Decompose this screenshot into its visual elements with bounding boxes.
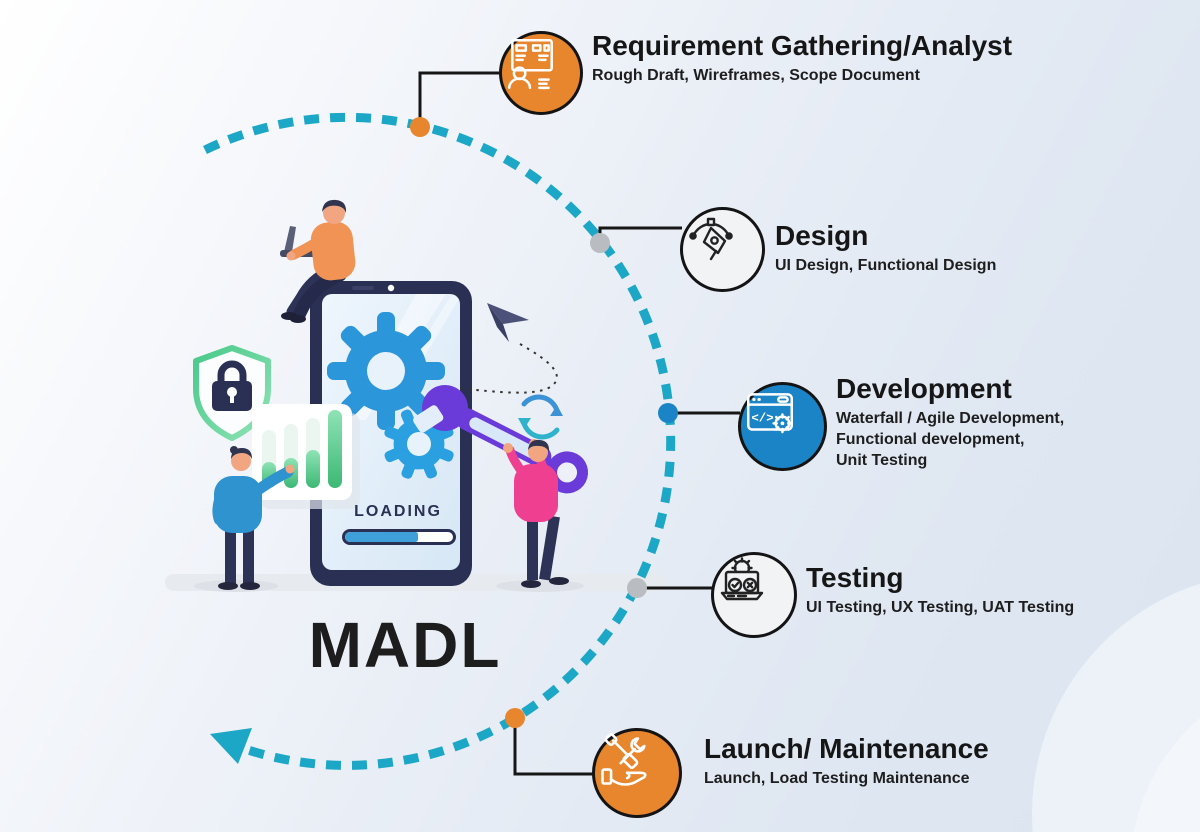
loading-label: LOADING xyxy=(354,503,442,520)
madl-title: MADL xyxy=(308,609,502,681)
node-dot-design xyxy=(590,233,610,253)
stage-circle-requirement xyxy=(499,31,583,115)
svg-text:</>: </> xyxy=(751,411,773,425)
stage-title: Testing xyxy=(806,562,904,593)
code-window-gear-icon: </> xyxy=(747,393,793,434)
stage-subtitle: UI Design, Functional Design xyxy=(775,257,997,275)
loading-progress-fill xyxy=(345,532,419,542)
stage-subtitle-line: Unit Testing xyxy=(836,452,928,470)
stage-subtitle-line: Functional development, xyxy=(836,431,1025,449)
security-shield-icon xyxy=(193,345,271,441)
stage-subtitle-line: Waterfall / Agile Development, xyxy=(836,410,1065,428)
node-dot-requirement xyxy=(410,117,430,137)
tools-hand-icon xyxy=(601,733,647,786)
stage-title: Launch/ Maintenance xyxy=(704,733,989,764)
wrench-worker xyxy=(413,385,589,588)
stage-development: Development Waterfall / Agile Developmen… xyxy=(836,374,1064,471)
presentation-board-icon xyxy=(508,38,553,90)
stage-subtitle: Launch, Load Testing Maintenance xyxy=(704,770,970,788)
stage-circle-development: </> xyxy=(738,382,827,471)
sync-arrows-icon xyxy=(518,394,563,440)
stage-subtitle: Rough Draft, Wireframes, Scope Document xyxy=(592,67,920,85)
stage-subtitle: Waterfall / Agile Development, Functiona… xyxy=(836,408,1064,471)
camera-dot-icon xyxy=(387,284,395,292)
stage-title: Development xyxy=(836,373,1012,404)
arc-arrowhead-icon xyxy=(210,728,252,764)
standing-analyst xyxy=(212,446,295,590)
node-dot-launch xyxy=(505,708,525,728)
stage-testing: Testing UI Testing, UX Testing, UAT Test… xyxy=(806,563,1074,618)
sitting-developer xyxy=(280,199,356,323)
stage-design: Design UI Design, Functional Design xyxy=(775,221,996,276)
stage-title: Design xyxy=(775,220,869,251)
stage-circle-launch xyxy=(592,728,682,818)
paper-plane-icon xyxy=(455,303,558,394)
pen-tool-icon xyxy=(689,217,733,261)
node-dot-development xyxy=(658,403,678,423)
laptop-check-icon xyxy=(720,557,764,601)
stage-subtitle: UI Testing, UX Testing, UAT Testing xyxy=(806,599,1075,617)
node-dot-testing xyxy=(627,578,647,598)
stage-circle-design xyxy=(680,207,765,292)
stage-title: Requirement Gathering/Analyst xyxy=(592,30,1013,61)
stage-requirement: Requirement Gathering/Analyst Rough Draf… xyxy=(592,31,1012,86)
stage-launch: Launch/ Maintenance Launch, Load Testing… xyxy=(704,734,989,789)
small-gear-icon xyxy=(371,396,467,492)
stage-circle-testing xyxy=(711,552,797,638)
big-gear-icon xyxy=(327,312,445,430)
loading-progress-bar xyxy=(342,529,456,545)
